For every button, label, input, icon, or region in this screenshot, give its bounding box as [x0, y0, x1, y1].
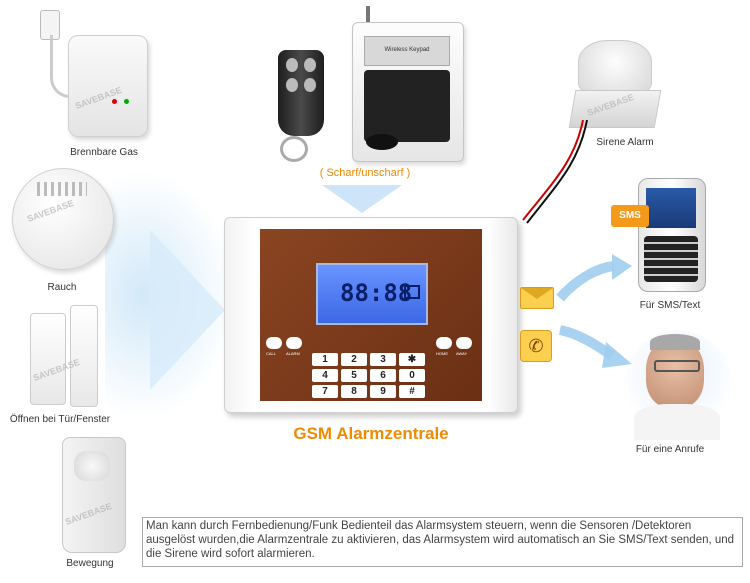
siren: SAVEBASE: [568, 32, 662, 130]
smoke-label: Rauch: [47, 282, 77, 293]
siren-label: Sirene Alarm: [596, 137, 654, 148]
sms-label: Für SMS/Text: [639, 300, 701, 311]
led-icon: [124, 99, 129, 104]
lcd-screen: 88:88: [316, 263, 428, 325]
gas-label: Brennbare Gas: [70, 147, 138, 158]
away-label: AWAY: [456, 351, 468, 356]
smartphone: [638, 178, 706, 292]
alarm-label: ALARM: [286, 351, 300, 356]
door-sensor: SAVEBASE: [30, 305, 100, 407]
panel-key[interactable]: #: [399, 385, 425, 398]
led-icon: [112, 99, 117, 104]
call-label: CALL: [266, 351, 277, 356]
lcd-digits: 88:88: [340, 279, 413, 307]
call-button[interactable]: [266, 337, 282, 349]
siren-cable: [522, 120, 588, 224]
panel-key[interactable]: 5: [341, 369, 367, 382]
smoke-detector: SAVEBASE: [12, 168, 114, 270]
door-label: Öffnen bei Tür/Fenster: [9, 414, 111, 425]
home-button[interactable]: [436, 337, 452, 349]
away-button[interactable]: [456, 337, 472, 349]
panel-key[interactable]: ✱: [399, 353, 425, 366]
cable: [50, 35, 83, 98]
envelope-icon: [520, 287, 554, 309]
sms-badge: SMS: [611, 205, 649, 227]
left-arrow-head: [150, 230, 225, 390]
call-label-text: Für eine Anrufe: [635, 444, 705, 455]
motion-label: Bewegung: [66, 558, 114, 569]
panel-key[interactable]: 6: [370, 369, 396, 382]
panel-title: GSM Alarmzentrale: [293, 424, 449, 443]
panel-key[interactable]: 3: [370, 353, 396, 366]
gas-detector: SAVEBASE: [40, 10, 148, 137]
motion-sensor: SAVEBASE: [62, 437, 126, 553]
wireless-keypad: Wireless Keypad: [352, 6, 464, 162]
man-on-phone: [624, 330, 732, 440]
panel-key[interactable]: 2: [341, 353, 367, 366]
panel-key[interactable]: 8: [341, 385, 367, 398]
panel-key[interactable]: 0: [399, 369, 425, 382]
remote-label: ( Scharf/unscharf ): [319, 167, 411, 179]
phone-call-icon: ✆: [520, 330, 552, 362]
panel-key[interactable]: 7: [312, 385, 338, 398]
home-label: HOME: [436, 351, 448, 356]
call-arrow: [558, 325, 632, 368]
keypad-display: Wireless Keypad: [364, 36, 450, 66]
panel-key[interactable]: 4: [312, 369, 338, 382]
description-box: Man kann durch Fernbedienung/Funk Bedien…: [142, 517, 743, 567]
sms-arrow: [556, 254, 632, 302]
top-arrow: [322, 185, 402, 213]
panel-key[interactable]: 1: [312, 353, 338, 366]
keyring-icon: [280, 136, 308, 162]
antenna: [366, 6, 370, 26]
lock-icon: [404, 285, 420, 299]
alarm-button[interactable]: [286, 337, 302, 349]
remote-control: [276, 50, 328, 162]
phone-screen: [646, 188, 696, 228]
panel-key[interactable]: 9: [370, 385, 396, 398]
